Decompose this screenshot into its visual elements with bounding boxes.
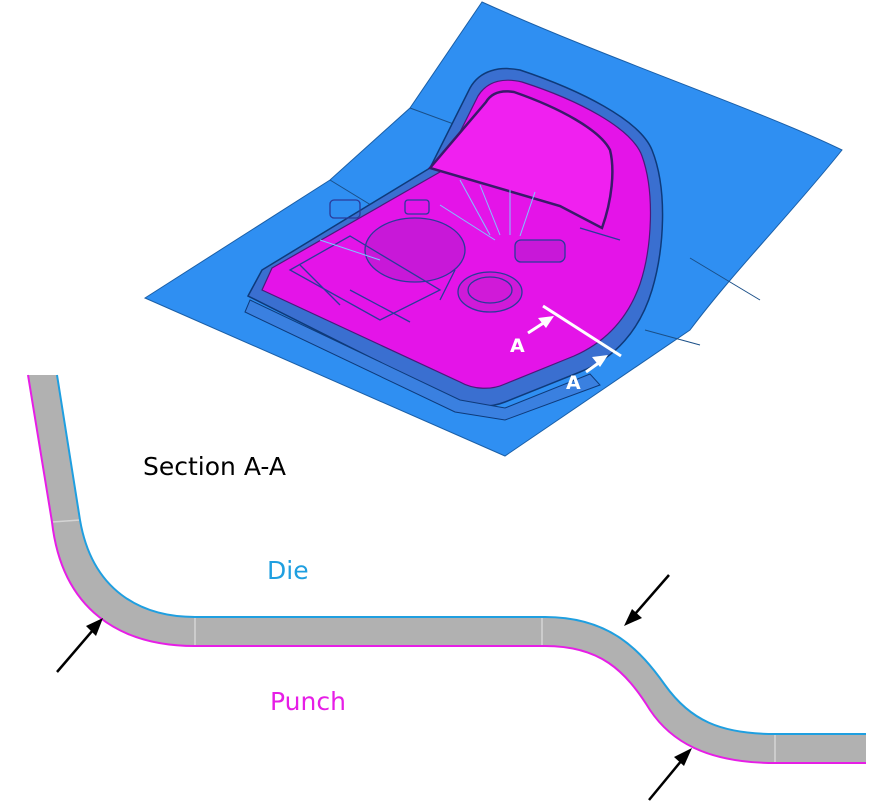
- window-opening: [427, 90, 614, 230]
- section-arrow-1: [527, 316, 554, 335]
- contact-arrow-upper-right: [624, 574, 670, 626]
- cut-marker-label: A: [566, 372, 581, 394]
- binder-edge-line: [644, 329, 701, 346]
- die-3d-view: A A: [143, 1, 843, 457]
- contact-arrow-lower-right: [648, 748, 692, 801]
- interior-features: [288, 199, 621, 323]
- punch-label: Punch: [270, 687, 346, 716]
- section-cut-line: [542, 304, 622, 358]
- section-arrow-2: [585, 355, 608, 374]
- die-label: Die: [267, 556, 309, 585]
- die-line: [56, 374, 866, 735]
- sheet-metal: [28, 375, 866, 763]
- contact-arrow-left: [56, 618, 103, 673]
- section-title: Section A-A: [143, 452, 286, 481]
- cut-marker-label: A: [510, 335, 525, 357]
- mesh-segment-lines: [51, 519, 776, 763]
- section-profile: [27, 374, 866, 801]
- reference-lines: [319, 179, 536, 261]
- punch-line: [27, 374, 866, 764]
- binder-edge-line: [689, 257, 761, 301]
- part-flange: [244, 299, 601, 421]
